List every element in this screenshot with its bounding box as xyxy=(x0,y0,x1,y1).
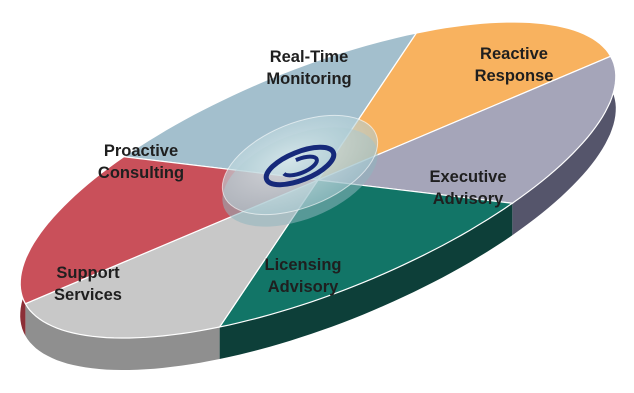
label-executive-advisory-line-1: Executive xyxy=(429,168,506,186)
label-licensing-advisory-line-1: Licensing xyxy=(264,256,341,274)
label-proactive-consulting-line-1: Proactive xyxy=(104,142,178,160)
label-reactive-response-line-2: Response xyxy=(475,67,554,85)
label-support-services-line-2: Services xyxy=(54,286,122,304)
rim-executive-advisory xyxy=(512,56,616,236)
label-real-time-monitoring-line-2: Monitoring xyxy=(266,70,351,88)
segment-real-time-monitoring xyxy=(122,32,418,181)
label-executive-advisory-line-2: Advisory xyxy=(433,190,504,208)
label-reactive-response-line-1: Reactive xyxy=(480,45,548,63)
wheel-hub xyxy=(221,114,379,227)
label-support-services-line-1: Support xyxy=(56,264,120,282)
rim-licensing-advisory xyxy=(219,203,513,359)
swirl-logo-icon xyxy=(263,144,337,188)
segment-executive-advisory xyxy=(315,55,617,204)
segment-licensing-advisory xyxy=(218,179,514,328)
label-licensing-advisory-line-2: Advisory xyxy=(268,278,339,296)
segment-reactive-response xyxy=(316,21,612,182)
label-proactive-consulting-line-2: Consulting xyxy=(98,164,184,182)
rim-support-services xyxy=(25,303,220,370)
label-real-time-monitoring-line-1: Real-Time xyxy=(270,48,349,66)
